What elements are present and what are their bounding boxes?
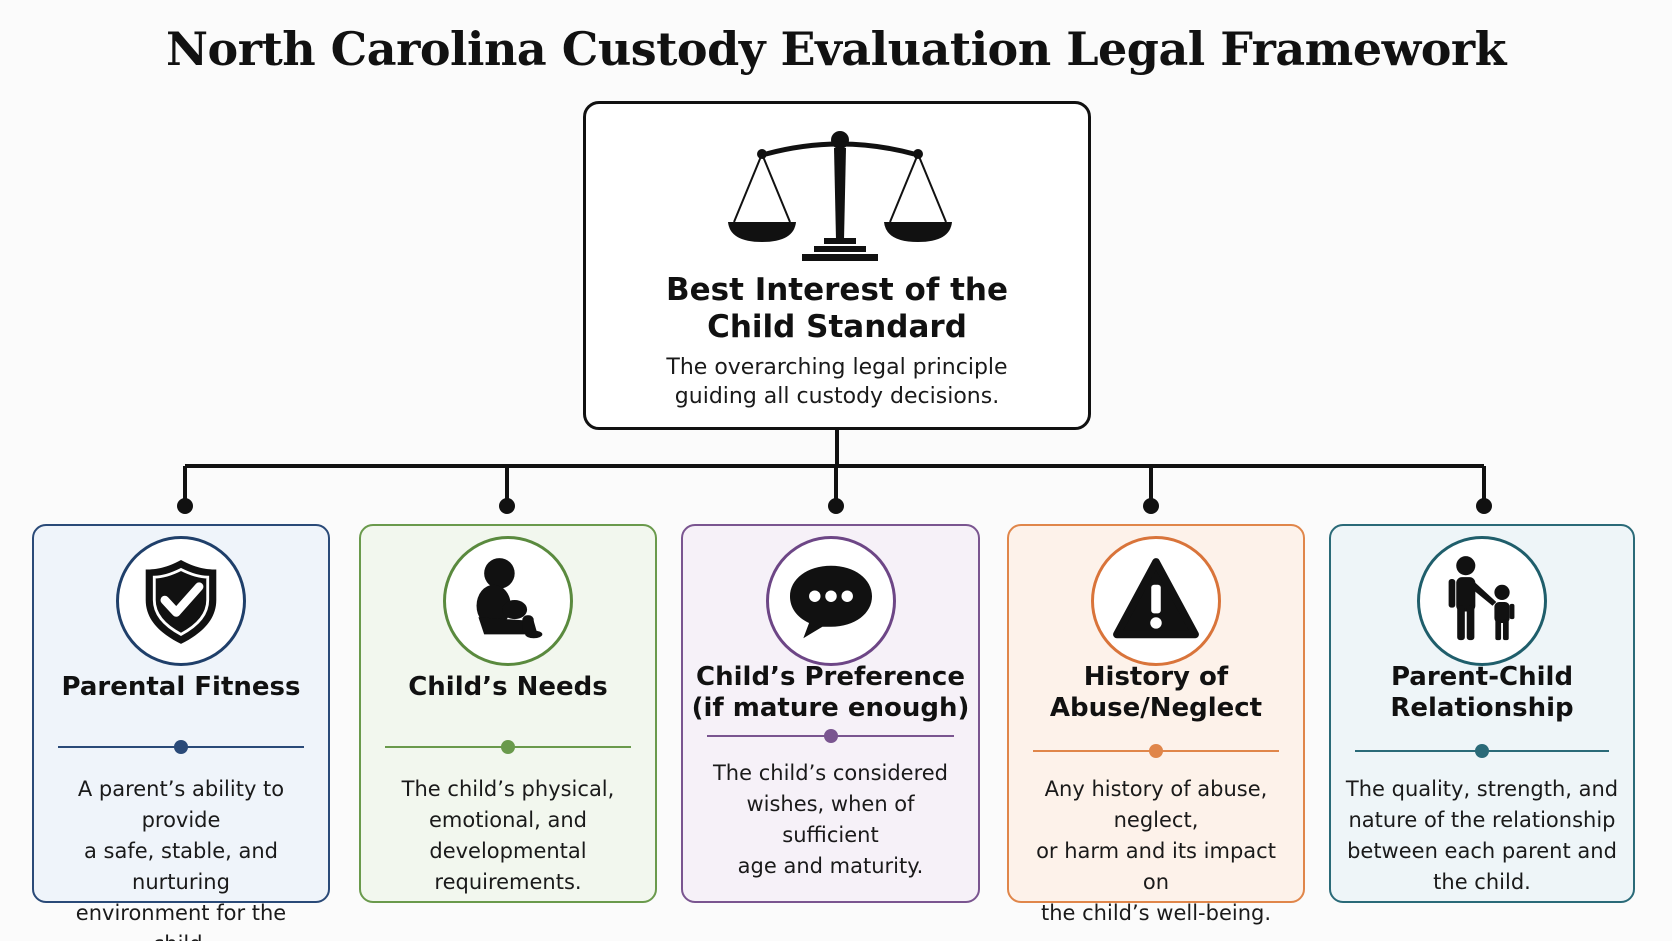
scales-of-justice-icon: [728, 131, 952, 261]
factor-title: Child’s Needs: [408, 672, 608, 702]
factor-card-history-of-abuse: History of Abuse/Neglect Any history of …: [1007, 524, 1305, 925]
divider-dot: [823, 729, 838, 743]
factor-description: The child’s physical, emotional, and dev…: [401, 777, 615, 894]
root-title: Best Interest of the Child Standard: [665, 272, 1009, 345]
icon-badge: [1417, 536, 1547, 666]
icon-badge: [443, 536, 573, 666]
factor-card-childs-preference: Child’s Preference (if mature enough) Th…: [681, 524, 980, 903]
factor-card-parental-fitness: Parental Fitness A parent’s ability to p…: [32, 524, 330, 941]
factor-description: Any history of abuse, neglect, or harm a…: [1036, 777, 1276, 925]
factor-title: Child’s Preference (if mature enough): [691, 662, 970, 723]
factor-title: Parental Fitness: [61, 672, 301, 702]
warning-triangle-icon: [1113, 558, 1199, 639]
speech-bubble-icon: [789, 565, 872, 639]
icon-badge: [765, 536, 896, 666]
icon-badge: [1091, 536, 1221, 666]
divider-dot: [1475, 744, 1489, 758]
root-description: The overarching legal principle guiding …: [666, 355, 1008, 409]
factor-title: History of Abuse/Neglect: [1049, 662, 1263, 723]
sitting-child-icon: [476, 558, 543, 639]
divider-dot: [501, 740, 515, 754]
page-title: North Carolina Custody Evaluation Legal …: [166, 22, 1506, 76]
factor-description: A parent’s ability to provide a safe, st…: [75, 777, 287, 941]
parent-child-icon: [1448, 556, 1515, 641]
shield-check-icon: [145, 559, 217, 644]
factor-card-childs-needs: Child’s Needs The child’s physical, emot…: [359, 524, 657, 903]
factor-card-parent-child-relationship: Parent-Child Relationship The quality, s…: [1329, 524, 1635, 903]
icon-badge: [116, 536, 246, 666]
factor-title: Parent-Child Relationship: [1390, 662, 1574, 723]
divider-dot: [174, 740, 188, 754]
factor-description: The child’s considered wishes, when of s…: [712, 761, 949, 878]
factor-description: The quality, strength, and nature of the…: [1345, 777, 1619, 894]
root-principle-box: Best Interest of the Child Standard The …: [583, 101, 1091, 430]
divider-dot: [1149, 744, 1163, 758]
